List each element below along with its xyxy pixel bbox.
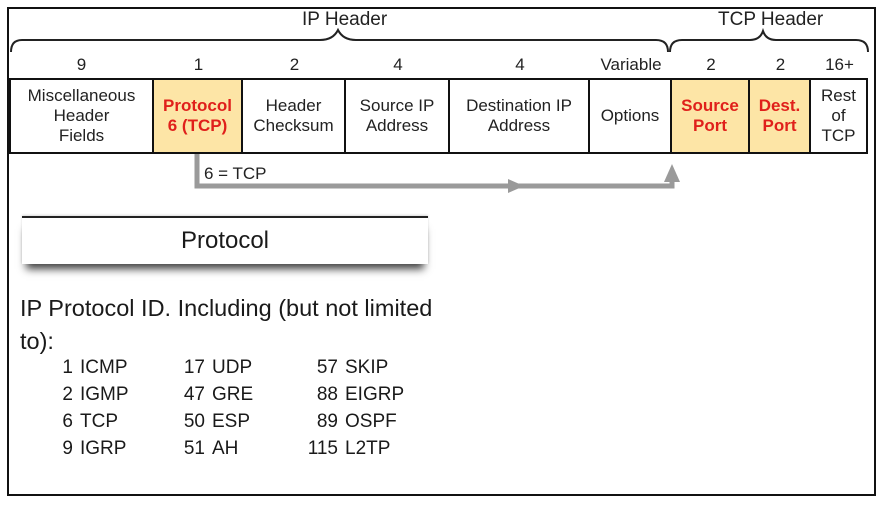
ip-header-brace [10, 27, 669, 53]
field-size-label: 4 [515, 55, 525, 74]
protocol-title-box: Protocol [22, 216, 428, 264]
protocol-id-number: 89 [316, 411, 338, 432]
protocol-description: IP Protocol ID. Including (but not limit… [20, 295, 433, 354]
header-field-cell: Header Checksum [241, 78, 346, 154]
tcp-header-title: TCP Header [718, 9, 824, 30]
protocol-id-number: 57 [316, 357, 338, 378]
tcp-header-brace [669, 27, 869, 53]
protocol-id-name: EIGRP [345, 384, 405, 405]
protocol-id-name: ICMP [80, 357, 128, 378]
protocol-id-number: 2 [62, 384, 73, 405]
header-braces [10, 27, 869, 193]
protocol-id-number: 17 [183, 357, 205, 378]
protocol-id-number: 50 [183, 411, 205, 432]
protocol-arrow-line [194, 154, 675, 189]
protocol-id-name: IGRP [80, 438, 127, 459]
protocol-id-name: AH [212, 438, 239, 459]
field-size-label: 2 [289, 55, 300, 74]
protocol-id-name: OSPF [345, 411, 397, 432]
protocol-id-name: IGMP [80, 384, 129, 405]
protocol-id-name: UDP [212, 357, 253, 378]
field-size-label: 2 [775, 55, 786, 74]
header-field-cell: Protocol 6 (TCP) [152, 78, 243, 154]
field-size-label: 1 [193, 55, 204, 74]
protocol-id-number: 47 [183, 384, 205, 405]
protocol-id-number: 1 [62, 357, 73, 378]
protocol-id-name: GRE [212, 384, 254, 405]
arrow-label: 6 = TCP [204, 164, 267, 183]
field-size-label: 2 [706, 55, 716, 74]
header-field-cell: Source IP Address [344, 78, 450, 154]
protocol-id-name: TCP [80, 411, 118, 432]
field-size-label: Variable [600, 55, 662, 74]
protocol-arrow-up-head [664, 164, 680, 182]
field-size-label: 16+ [825, 55, 854, 74]
protocol-arrow-mid-head [508, 179, 524, 193]
protocol-id-number: 115 [307, 438, 338, 459]
header-field-cell: Source Port [670, 78, 750, 154]
protocol-id-name: SKIP [345, 357, 389, 378]
protocol-id-number: 51 [183, 438, 205, 459]
protocol-id-name: ESP [212, 411, 251, 432]
protocol-id-name: L2TP [345, 438, 391, 459]
protocol-id-number: 88 [316, 384, 338, 405]
header-field-cell: Miscellaneous Header Fields [9, 78, 154, 154]
header-field-cell: Dest. Port [748, 78, 811, 154]
field-size-label: 9 [76, 55, 87, 74]
header-field-cell: Destination IP Address [448, 78, 590, 154]
protocol-title: Protocol [180, 227, 270, 254]
header-field-cell: Options [588, 78, 672, 154]
field-size-label: 4 [393, 55, 403, 74]
protocol-id-number: 6 [62, 411, 73, 432]
header-field-cell: Rest of TCP [809, 78, 868, 154]
ip-header-title: IP Header [302, 9, 388, 30]
protocol-id-number: 9 [62, 438, 73, 459]
